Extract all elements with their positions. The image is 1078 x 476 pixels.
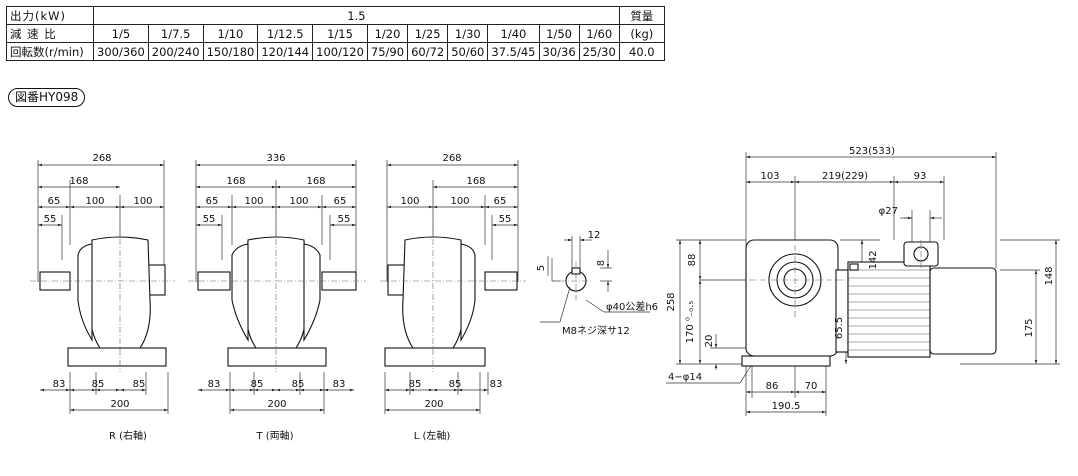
dim-label: 100 xyxy=(289,196,308,207)
mass-unit: (kg) xyxy=(618,24,665,43)
dim-label: 168 xyxy=(69,176,88,187)
dim-label: 86 xyxy=(766,381,779,392)
dim-label: 65 xyxy=(48,196,61,207)
dim-label: 20 xyxy=(704,335,715,348)
dim-label: 55 xyxy=(338,214,351,225)
speed-cell: 200/240 xyxy=(147,42,204,61)
dim-label: 148 xyxy=(1044,266,1055,285)
caption-l: L (左軸) xyxy=(414,429,451,442)
caption-t: T (両軸) xyxy=(255,429,293,442)
dim-label: 88 xyxy=(687,254,698,267)
dim-label: 85 xyxy=(133,379,146,390)
dim-label: 258 xyxy=(666,292,677,311)
dim-label: 200 xyxy=(267,399,286,410)
dim-label: 168 xyxy=(226,176,245,187)
dim-label: 168 xyxy=(306,176,325,187)
speed-cell: 60/72 xyxy=(407,42,449,61)
dim-label: 100 xyxy=(400,196,419,207)
side-view: 523(533) 103 219(229) 93 φ27 258 88 170 … xyxy=(666,146,1060,416)
dim-label: 85 xyxy=(251,379,264,390)
view-l: 268 168 100 100 65 55 85 85 83 200 L (左軸… xyxy=(380,153,526,442)
dim-label: φ27 xyxy=(879,206,898,217)
speed-cell: 37.5/45 xyxy=(487,42,540,61)
ratio-cell: 1/40 xyxy=(487,24,540,43)
view-t: 336 168 168 65 100 100 65 55 55 83 85 85… xyxy=(188,153,366,442)
dim-label: 268 xyxy=(442,153,461,164)
dim-label: 12 xyxy=(588,230,601,241)
figure-number-label: 図番HY098 xyxy=(8,88,86,107)
dim-label: 85 xyxy=(449,379,462,390)
dim-label: 65 xyxy=(206,196,219,207)
dim-label: 83 xyxy=(53,379,66,390)
shaft-key-detail: 12 5 8 φ40公差h6 M8ネジ深サ12 xyxy=(536,230,658,337)
dim-label: 83 xyxy=(490,379,503,390)
dim-label: 219(229) xyxy=(822,171,868,182)
dim-label: 268 xyxy=(92,153,111,164)
dim-label: 65 xyxy=(494,196,507,207)
speed-cell: 150/180 xyxy=(202,42,259,61)
dim-label: 85 xyxy=(92,379,105,390)
speed-cell: 300/360 xyxy=(93,42,149,61)
dim-label: 85 xyxy=(292,379,305,390)
dim-label: 8 xyxy=(596,260,607,266)
speed-cell: 50/60 xyxy=(447,42,489,61)
dim-label: 190.5 xyxy=(772,401,801,412)
speed-cell: 120/144 xyxy=(257,42,314,61)
ratio-cell: 1/5 xyxy=(93,24,149,43)
ratio-cell: 1/20 xyxy=(366,24,409,43)
dim-label: 100 xyxy=(450,196,469,207)
dim-label: 100 xyxy=(85,196,104,207)
dim-label: 200 xyxy=(424,399,443,410)
dim-label: 65.5 xyxy=(834,317,845,339)
dim-label: 85 xyxy=(409,379,422,390)
dim-label: 93 xyxy=(914,171,927,182)
speed-cell: 100/120 xyxy=(312,42,368,61)
dim-label: 55 xyxy=(203,214,216,225)
dim-label: 103 xyxy=(760,171,779,182)
dim-label: 200 xyxy=(110,399,129,410)
dim-label: 83 xyxy=(333,379,346,390)
dim-label: 336 xyxy=(266,153,285,164)
dim-label: 5 xyxy=(536,265,547,271)
speed-label: 回転数(r/min) xyxy=(6,42,94,61)
dim-label: 83 xyxy=(208,379,221,390)
dim-label: 100 xyxy=(244,196,263,207)
dim-label: 4−φ14 xyxy=(668,372,702,383)
caption-r: R (右軸) xyxy=(109,429,147,442)
view-r: 268 168 65 100 100 55 83 85 85 200 R (右軸… xyxy=(30,153,175,442)
speed-cell: 30/36 xyxy=(538,42,580,61)
mass-value: 40.0 xyxy=(618,42,665,61)
dim-label: 142 xyxy=(868,250,879,269)
dim-label: 100 xyxy=(133,196,152,207)
dim-label: 55 xyxy=(499,214,512,225)
dim-label: 523(533) xyxy=(849,146,895,157)
dim-label: M8ネジ深サ12 xyxy=(562,325,630,337)
dim-label: 70 xyxy=(805,381,818,392)
spec-table: 出力(kW) 1.5 質量 減 速 比 1/5 1/7.5 1/10 1/12.… xyxy=(6,6,665,61)
speed-cell: 25/30 xyxy=(578,42,620,61)
dim-label: 175 xyxy=(1024,318,1035,337)
dim-label: 55 xyxy=(44,214,57,225)
dim-label: 65 xyxy=(334,196,347,207)
dim-label: φ40公差h6 xyxy=(606,300,658,313)
dim-label: 170 ⁰₋₀.₅ xyxy=(685,301,696,344)
dim-label: 168 xyxy=(466,176,485,187)
